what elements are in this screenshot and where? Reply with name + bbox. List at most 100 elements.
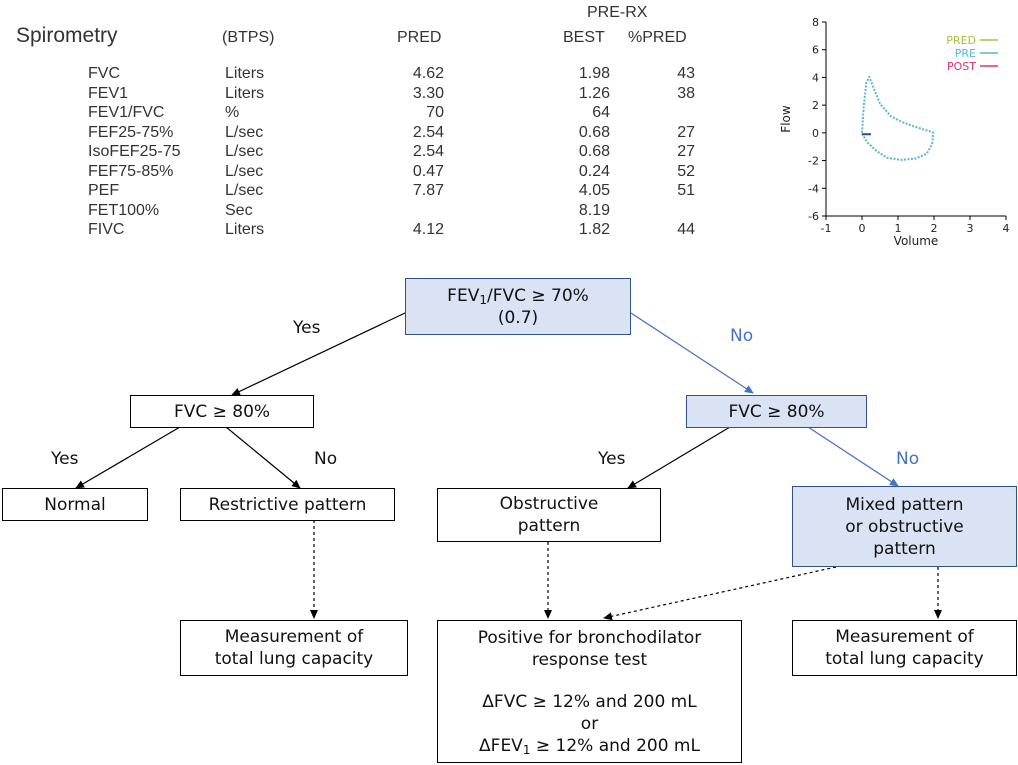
chart-y-tick-label: 4 bbox=[812, 71, 819, 84]
node-tlc-left-line1: Measurement of bbox=[224, 627, 364, 647]
chart-x-tick-label: 0 bbox=[859, 222, 866, 235]
node-restrictive-label: Restrictive pattern bbox=[208, 494, 367, 515]
node-tlc-right-line2: total lung capacity bbox=[825, 649, 984, 669]
row-best: 64 bbox=[592, 104, 610, 121]
edge-root-no bbox=[630, 312, 754, 394]
row-unit: Liters bbox=[225, 84, 265, 102]
node-fvc-left-label: FVC ≥ 80% bbox=[173, 401, 271, 422]
spirometry-title: Spirometry bbox=[16, 24, 118, 47]
chart-y-axis-label: Flow bbox=[779, 105, 793, 133]
chart-y-tick-label: 6 bbox=[812, 44, 819, 57]
row-pred: 0.47 bbox=[412, 162, 444, 180]
node-fev1-fvc: FEV1/FVC ≥ 70% (0.7) bbox=[405, 278, 631, 335]
best-header: BEST bbox=[563, 29, 605, 46]
row-param: FIVC bbox=[88, 221, 125, 238]
row-pred: 2.54 bbox=[412, 123, 444, 141]
row-pred: 3.30 bbox=[412, 84, 444, 102]
row-best: 1.26 bbox=[578, 84, 610, 102]
node-tlc-right: Measurement of total lung capacity bbox=[792, 620, 1017, 676]
row-pred: 2.54 bbox=[412, 143, 444, 160]
row-unit: L/sec bbox=[225, 182, 264, 199]
row-best: 4.05 bbox=[578, 182, 610, 199]
node-mixed-line1: Mixed pattern bbox=[845, 494, 964, 515]
chart-legend-label-pre: PRE bbox=[955, 47, 976, 60]
chart-series-line-pre bbox=[861, 75, 935, 161]
node-bronchodilator-line1: Positive for bronchodilator bbox=[477, 627, 702, 648]
row-pred: 4.12 bbox=[412, 221, 444, 238]
node-bronchodilator-criterion-fev1: ΔFEV1 ≥ 12% and 200 mL bbox=[479, 735, 700, 757]
node-normal: Normal bbox=[2, 488, 148, 521]
row-best: 1.98 bbox=[578, 65, 610, 82]
chart-y-tick-label: -4 bbox=[808, 182, 819, 195]
node-obstructive: Obstructive pattern bbox=[437, 488, 661, 542]
row-unit: % bbox=[225, 104, 240, 121]
chart-y-tick-label: 8 bbox=[812, 16, 819, 29]
chart-y-tick-label: -6 bbox=[808, 210, 819, 223]
chart-legend-label-post: POST bbox=[947, 60, 976, 73]
chart-y-tick-label: 0 bbox=[812, 127, 819, 140]
row-param: FET100% bbox=[88, 201, 160, 219]
row-param: FEF75-85% bbox=[88, 162, 174, 180]
node-bronchodilator: Positive for bronchodilator response tes… bbox=[437, 620, 742, 763]
pre-rx-header: PRE-RX bbox=[587, 4, 648, 21]
row-pct-pred: 27 bbox=[677, 143, 695, 160]
chart-x-tick-label: 4 bbox=[1003, 222, 1010, 235]
chart-x-axis-label: Volume bbox=[894, 234, 939, 248]
row-best: 8.19 bbox=[578, 201, 610, 219]
row-best: 0.68 bbox=[578, 143, 610, 160]
root-yes-label: Yes bbox=[293, 318, 321, 338]
edge-root-yes bbox=[231, 312, 406, 396]
row-param: FEF25-75% bbox=[88, 123, 174, 141]
chart-legend-label-pred: PRED bbox=[946, 34, 976, 47]
node-mixed: Mixed pattern or obstructive pattern bbox=[792, 486, 1017, 567]
node-tlc-left-line2: total lung capacity bbox=[214, 649, 374, 669]
chart-x-tick-label: 1 bbox=[895, 222, 902, 235]
node-normal-label: Normal bbox=[44, 494, 106, 515]
node-bronchodilator-line2: response test bbox=[531, 649, 648, 670]
row-pct-pred: 27 bbox=[677, 123, 695, 141]
node-fvc-right-label: FVC ≥ 80% bbox=[728, 401, 825, 422]
pred-header: PRED bbox=[397, 29, 442, 46]
edge-mixed-bd bbox=[603, 566, 837, 621]
root-no-label: No bbox=[730, 326, 754, 346]
row-pct-pred: 51 bbox=[677, 182, 695, 199]
row-unit: Sec bbox=[225, 201, 253, 219]
node-bronchodilator-criterion-fvc: ΔFVC ≥ 12% and 200 mL bbox=[482, 691, 697, 712]
row-unit: Liters bbox=[225, 65, 265, 82]
row-pred: 7.87 bbox=[412, 182, 444, 199]
node-fvc-right: FVC ≥ 80% bbox=[686, 395, 867, 428]
row-pct-pred: 52 bbox=[677, 162, 695, 180]
row-unit: L/sec bbox=[225, 162, 264, 180]
row-unit: L/sec bbox=[225, 123, 264, 141]
row-param: IsoFEF25-75 bbox=[88, 143, 181, 160]
row-param: PEF bbox=[88, 182, 120, 199]
left-no-label: No bbox=[314, 449, 338, 469]
chart-x-tick-label: -1 bbox=[821, 222, 832, 235]
row-param: FEV1/FVC bbox=[88, 104, 165, 121]
node-mixed-line2: or obstructive bbox=[845, 516, 964, 537]
edge-right-no bbox=[807, 426, 899, 487]
row-unit: L/sec bbox=[225, 143, 264, 160]
edge-left-yes bbox=[75, 426, 181, 489]
right-yes-label: Yes bbox=[598, 449, 626, 469]
row-pct-pred: 38 bbox=[677, 84, 695, 102]
node-mixed-line3: pattern bbox=[873, 538, 936, 559]
node-fev1-fvc-line2: (0.7) bbox=[497, 307, 539, 328]
node-tlc-left: Measurement of total lung capacity bbox=[180, 620, 408, 676]
row-unit: Liters bbox=[225, 221, 265, 238]
row-pct-pred: 44 bbox=[677, 221, 695, 238]
units-header: (BTPS) bbox=[222, 29, 275, 46]
node-fvc-left: FVC ≥ 80% bbox=[130, 395, 314, 428]
node-tlc-right-line1: Measurement of bbox=[835, 627, 974, 647]
left-yes-label: Yes bbox=[51, 449, 79, 469]
node-bronchodilator-or: or bbox=[580, 713, 599, 734]
node-fev1-fvc-line1: FEV1/FVC ≥ 70% bbox=[447, 285, 589, 307]
chart-y-tick-label: 2 bbox=[812, 99, 819, 112]
row-best: 0.68 bbox=[578, 123, 610, 141]
pct-pred-header: %PRED bbox=[628, 29, 687, 46]
chart-x-tick-label: 3 bbox=[967, 222, 974, 235]
node-obstructive-line2: pattern bbox=[517, 516, 581, 536]
row-param: FVC bbox=[88, 65, 120, 82]
edge-left-no bbox=[225, 426, 301, 489]
